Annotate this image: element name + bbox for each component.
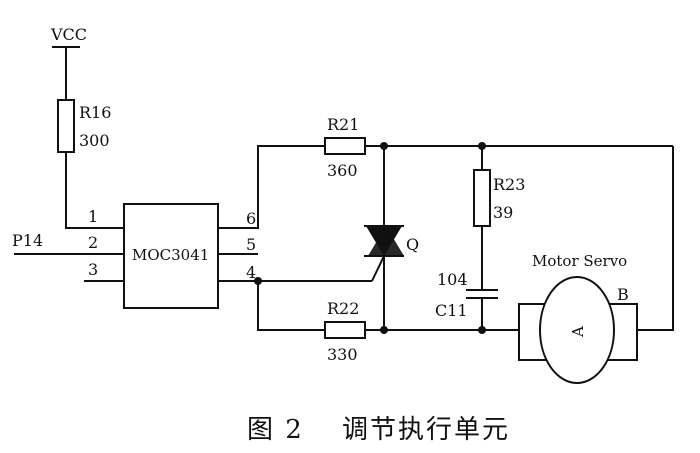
triac-lower-triangle <box>368 226 404 256</box>
resistor-r22-name: R22 <box>327 299 359 318</box>
vcc-label: VCC <box>50 25 87 44</box>
motor-title: Motor Servo <box>532 252 627 270</box>
triac-name: Q <box>406 235 419 254</box>
resistor-r23-body <box>473 169 491 227</box>
pin-2-label: 2 <box>88 233 98 252</box>
figure-caption: 图 2 调节执行单元 <box>247 415 510 445</box>
optocoupler-moc3041: MOC3041 1 2 3 4 5 6 <box>88 203 256 309</box>
resistor-r21: R21 360 <box>324 115 366 180</box>
resistor-r21-name: R21 <box>327 115 359 134</box>
pin-3-label: 3 <box>88 260 98 279</box>
wire-r16-pin1 <box>65 152 124 229</box>
triac-gate-lead <box>371 255 385 282</box>
caption-figure-number: 图 2 <box>247 415 304 445</box>
wire-right-rail <box>637 146 674 331</box>
motor-armature <box>539 276 615 384</box>
pin-1-label: 1 <box>88 207 98 226</box>
junctions <box>254 142 486 334</box>
resistor-r23-value: 39 <box>493 203 513 222</box>
wires <box>14 46 674 331</box>
junction-dot <box>478 142 486 150</box>
junction-dot <box>380 142 388 150</box>
capacitor-c11: 104 C11 <box>435 270 498 320</box>
pin-4-label: 4 <box>246 263 256 282</box>
resistor-r22-value: 330 <box>327 345 358 364</box>
junction-dot <box>254 277 262 285</box>
resistor-r16-body <box>57 99 75 153</box>
input-p14-label: P14 <box>12 231 43 250</box>
optocoupler-body <box>123 203 219 309</box>
resistor-r22-body <box>324 321 366 339</box>
motor-terminal-a: A <box>569 326 587 338</box>
motor-terminal-b: B <box>617 285 629 304</box>
caption-title: 调节执行单元 <box>342 415 510 445</box>
resistor-r16-name: R16 <box>79 103 111 122</box>
resistor-r22: R22 330 <box>324 299 366 364</box>
resistor-r16: R16 300 <box>57 99 111 153</box>
junction-dot <box>478 326 486 334</box>
triac-q: Q <box>364 225 419 282</box>
optocoupler-name: MOC3041 <box>132 246 209 264</box>
pin-6-label: 6 <box>246 209 256 228</box>
motor-servo: Motor Servo A B <box>518 252 638 384</box>
resistor-r23: R23 39 <box>473 169 525 227</box>
resistor-r21-value: 360 <box>327 161 358 180</box>
pin-5-label: 5 <box>246 235 256 254</box>
wire-pin4-r22 <box>257 281 325 331</box>
capacitor-c11-name: C11 <box>435 301 468 320</box>
resistor-r23-name: R23 <box>493 175 525 194</box>
wire-pin6-r21 <box>218 145 325 229</box>
resistor-r21-body <box>324 137 366 155</box>
junction-dot <box>380 326 388 334</box>
resistor-r16-value: 300 <box>79 131 110 150</box>
capacitor-c11-value: 104 <box>437 270 468 289</box>
